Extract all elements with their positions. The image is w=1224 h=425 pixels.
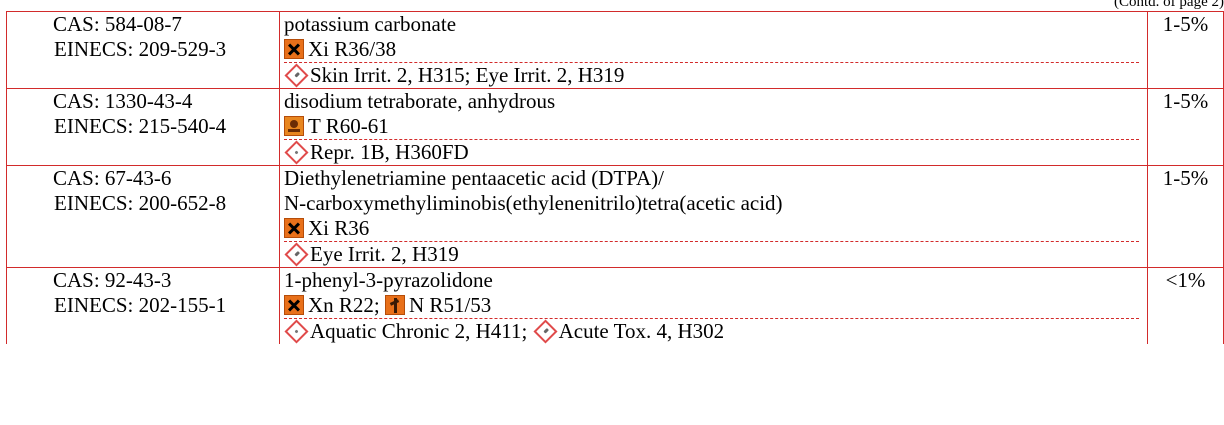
ghs-classification: Skin Irrit. 2, H315; Eye Irrit. 2, H319 [284, 62, 1139, 88]
ingredients-table: CAS: 584-08-7 EINECS: 209-529-3 potassiu… [6, 11, 1224, 344]
description-cell: Diethylenetriamine pentaacetic acid (DTP… [279, 165, 1148, 268]
exclamation-mark-icon [533, 319, 558, 344]
old-classification-text: Xn R22; [308, 293, 380, 317]
ghs-classification: Aquatic Chronic 2, H411; Acute Tox. 4, H… [284, 318, 1139, 344]
cas-number: CAS: 1330-43-4 [53, 89, 193, 113]
percent-cell: 1-5% [1147, 165, 1224, 268]
ghs-classification-text: Aquatic Chronic 2, H411; [310, 319, 528, 343]
substance-name: disodium tetraborate, anhydrous [284, 89, 556, 113]
cas-number: CAS: 92-43-3 [53, 268, 172, 292]
cas-number: CAS: 584-08-7 [53, 12, 182, 36]
exclamation-mark-icon [284, 63, 309, 88]
ghs-classification-text-2: Acute Tox. 4, H302 [558, 319, 725, 343]
table-row: CAS: 92-43-3 EINECS: 202-155-1 1-phenyl-… [6, 267, 1224, 344]
old-classification-text: Xi R36 [308, 216, 370, 240]
xi-irritant-icon [284, 218, 304, 238]
identifier-cell: CAS: 584-08-7 EINECS: 209-529-3 [6, 11, 280, 89]
t-toxic-icon [284, 116, 304, 136]
old-classification: Xi R36 [284, 216, 1147, 241]
description-cell: 1-phenyl-3-pyrazolidone Xn R22; N R51/53… [279, 267, 1148, 344]
old-classification: Xn R22; N R51/53 [284, 293, 1147, 318]
ghs-classification-text: Eye Irrit. 2, H319 [310, 242, 459, 266]
table-row: CAS: 584-08-7 EINECS: 209-529-3 potassiu… [6, 11, 1224, 89]
identifier-cell: CAS: 1330-43-4 EINECS: 215-540-4 [6, 88, 280, 166]
xn-harmful-icon [284, 295, 304, 315]
health-hazard-icon [284, 140, 309, 165]
xi-irritant-icon [284, 39, 304, 59]
einecs-number: EINECS: 215-540-4 [54, 114, 227, 138]
ghs-classification-text: Skin Irrit. 2, H315; Eye Irrit. 2, H319 [310, 63, 625, 87]
n-environment-icon [385, 295, 406, 315]
einecs-number: EINECS: 202-155-1 [54, 293, 227, 317]
einecs-number: EINECS: 200-652-8 [54, 191, 227, 215]
identifier-cell: CAS: 67-43-6 EINECS: 200-652-8 [6, 165, 280, 268]
table-row: CAS: 1330-43-4 EINECS: 215-540-4 disodiu… [6, 88, 1224, 166]
percent-cell: 1-5% [1147, 11, 1224, 89]
continued-note: (Contd. of page 2) [1114, 0, 1224, 10]
environment-icon [284, 319, 309, 344]
old-classification-text: T R60-61 [308, 114, 389, 138]
description-cell: potassium carbonate Xi R36/38 Skin Irrit… [279, 11, 1148, 89]
cas-number: CAS: 67-43-6 [53, 166, 172, 190]
identifier-cell: CAS: 92-43-3 EINECS: 202-155-1 [6, 267, 280, 344]
percent-cell: 1-5% [1147, 88, 1224, 166]
ghs-classification-text: Repr. 1B, H360FD [310, 140, 469, 164]
einecs-number: EINECS: 209-529-3 [54, 37, 227, 61]
substance-name: Diethylenetriamine pentaacetic acid (DTP… [284, 166, 664, 190]
ghs-classification: Repr. 1B, H360FD [284, 139, 1139, 165]
old-classification-text: Xi R36/38 [308, 37, 397, 61]
old-classification: Xi R36/38 [284, 37, 1147, 62]
old-classification: T R60-61 [284, 114, 1147, 139]
table-row: CAS: 67-43-6 EINECS: 200-652-8 Diethylen… [6, 165, 1224, 268]
substance-name: 1-phenyl-3-pyrazolidone [284, 268, 493, 292]
old-classification-text-2: N R51/53 [409, 293, 492, 317]
exclamation-mark-icon [284, 242, 309, 267]
substance-name-continued: N-carboxymethyliminobis(ethylenenitrilo)… [284, 191, 783, 215]
ghs-classification: Eye Irrit. 2, H319 [284, 241, 1139, 267]
percent-cell: <1% [1147, 267, 1224, 344]
description-cell: disodium tetraborate, anhydrous T R60-61… [279, 88, 1148, 166]
substance-name: potassium carbonate [284, 12, 457, 36]
